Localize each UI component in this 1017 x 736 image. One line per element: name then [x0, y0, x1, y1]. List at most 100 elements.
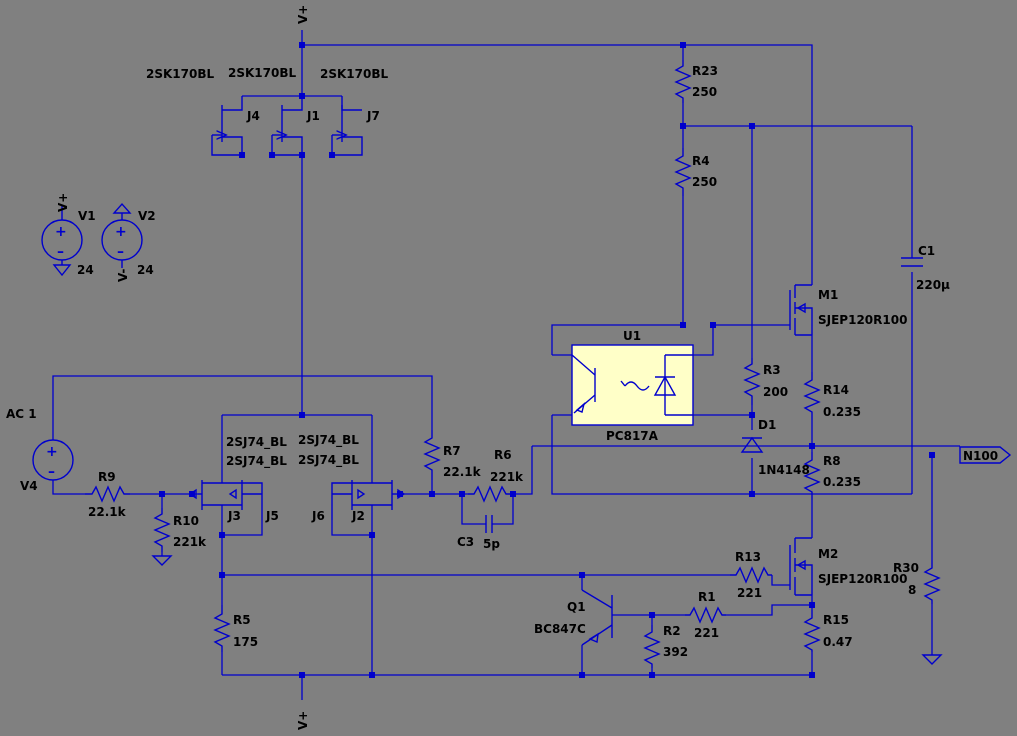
v4-value: AC 1	[6, 407, 37, 421]
d1-model: 1N4148	[758, 463, 810, 477]
r23-value: 250	[692, 85, 717, 99]
capacitor-c3[interactable]	[485, 515, 493, 533]
wires	[52, 30, 960, 700]
j5-model: 2SJ74_BL	[226, 454, 287, 469]
net-label-output: N100	[963, 449, 998, 463]
svg-text:+: +	[115, 224, 127, 240]
resistor-r13[interactable]	[730, 566, 772, 584]
r30-ref: R30	[893, 561, 919, 575]
j4-model: 2SK170BL	[146, 67, 214, 81]
r2-value: 392	[663, 645, 688, 659]
r15-value: 0.47	[823, 635, 853, 649]
ground-r30	[921, 654, 943, 665]
jfet-j3[interactable]	[188, 480, 222, 510]
j4-ref: J4	[246, 109, 260, 123]
source-v2[interactable]: + –	[101, 202, 143, 268]
r1-ref: R1	[698, 590, 716, 604]
r5-value: 175	[233, 635, 258, 649]
r13-ref: R13	[735, 550, 761, 564]
jfet-j5[interactable]	[222, 480, 263, 520]
resistor-r3[interactable]	[743, 358, 761, 405]
r8-ref: R8	[823, 454, 841, 468]
m1-model: SJEP120R100	[818, 313, 907, 327]
resistor-r30[interactable]	[923, 560, 941, 604]
r13-value: 221	[737, 586, 762, 600]
q1-ref: Q1	[567, 600, 586, 614]
ground-r10	[151, 555, 173, 566]
capacitor-c1[interactable]	[901, 257, 923, 267]
m1-ref: M1	[818, 288, 838, 302]
jfet-j4[interactable]	[211, 96, 243, 156]
j7-model: 2SK170BL	[320, 67, 388, 81]
u1-ref: U1	[623, 329, 641, 343]
resistor-r15[interactable]	[803, 610, 821, 652]
r9-ref: R9	[98, 470, 116, 484]
svg-text:–: –	[57, 244, 64, 260]
net-vplus-bottom: V+	[296, 711, 310, 730]
q1-model: BC847C	[534, 622, 586, 636]
m2-model: SJEP120R100	[818, 572, 907, 586]
c3-ref: C3	[457, 535, 474, 549]
resistor-r8[interactable]	[803, 452, 821, 500]
j6-model: 2SJ74_BL	[298, 433, 359, 448]
source-v1[interactable]: + –	[41, 205, 83, 277]
r10-value: 221k	[173, 535, 207, 549]
j6-ref: J6	[311, 509, 325, 523]
diode-d1[interactable]	[740, 436, 764, 453]
source-v4[interactable]: + –	[32, 439, 74, 481]
j3-model: 2SJ74_BL	[226, 435, 287, 450]
v1-rail-label: V+	[56, 193, 70, 212]
resistor-r14[interactable]	[803, 372, 821, 420]
jfet-j7[interactable]	[331, 96, 363, 156]
r7-ref: R7	[443, 444, 461, 458]
r4-ref: R4	[692, 154, 710, 168]
j1-ref: J1	[306, 109, 320, 123]
r9-value: 22.1k	[88, 505, 127, 519]
svg-text:+: +	[55, 224, 67, 240]
v2-ref: V2	[138, 209, 156, 223]
net-label-vplus-top: V+	[296, 5, 310, 24]
resistor-r23[interactable]	[674, 60, 692, 103]
resistor-r9[interactable]	[85, 485, 130, 503]
r3-ref: R3	[763, 363, 781, 377]
resistor-r2[interactable]	[643, 625, 661, 668]
jfet-j1[interactable]	[271, 96, 303, 156]
svg-text:–: –	[117, 244, 124, 260]
resistor-r7[interactable]	[423, 430, 441, 480]
d1-ref: D1	[758, 418, 776, 432]
net-vplus-top: V+	[296, 5, 310, 24]
r6-ref: R6	[494, 448, 512, 462]
net-output-n100[interactable]: N100	[959, 446, 1012, 464]
jfet-j2[interactable]	[372, 480, 406, 510]
resistor-r6[interactable]	[468, 485, 513, 503]
resistor-r1[interactable]	[685, 606, 726, 624]
svg-text:–: –	[48, 464, 55, 480]
resistor-r5[interactable]	[213, 605, 231, 652]
r6-value: 221k	[490, 470, 524, 484]
j7-ref: J7	[366, 109, 380, 123]
r3-value: 200	[763, 385, 788, 399]
r30-value: 8	[908, 583, 916, 597]
resistor-r4[interactable]	[674, 148, 692, 196]
c3-value: 5p	[483, 537, 500, 551]
j1-model: 2SK170BL	[228, 66, 296, 80]
r23-ref: R23	[692, 64, 718, 78]
j5-ref: J5	[265, 509, 279, 523]
v1-ref: V1	[78, 209, 96, 223]
mosfet-m2[interactable]	[789, 537, 813, 596]
jfet-j6[interactable]	[331, 480, 372, 520]
bjt-q1[interactable]	[581, 589, 613, 646]
resistor-r10[interactable]	[153, 508, 171, 552]
v1-value: 24	[77, 263, 94, 277]
optocoupler-u1[interactable]	[571, 344, 694, 426]
r5-ref: R5	[233, 613, 251, 627]
svg-text:+: +	[46, 444, 58, 460]
r7-value: 22.1k	[443, 465, 482, 479]
j2-model: 2SJ74_BL	[298, 453, 359, 468]
r15-ref: R15	[823, 613, 849, 627]
v2-rail-label: V-	[116, 269, 130, 282]
mosfet-m1[interactable]	[789, 284, 813, 336]
r14-value: 0.235	[823, 405, 861, 419]
r1-value: 221	[694, 626, 719, 640]
